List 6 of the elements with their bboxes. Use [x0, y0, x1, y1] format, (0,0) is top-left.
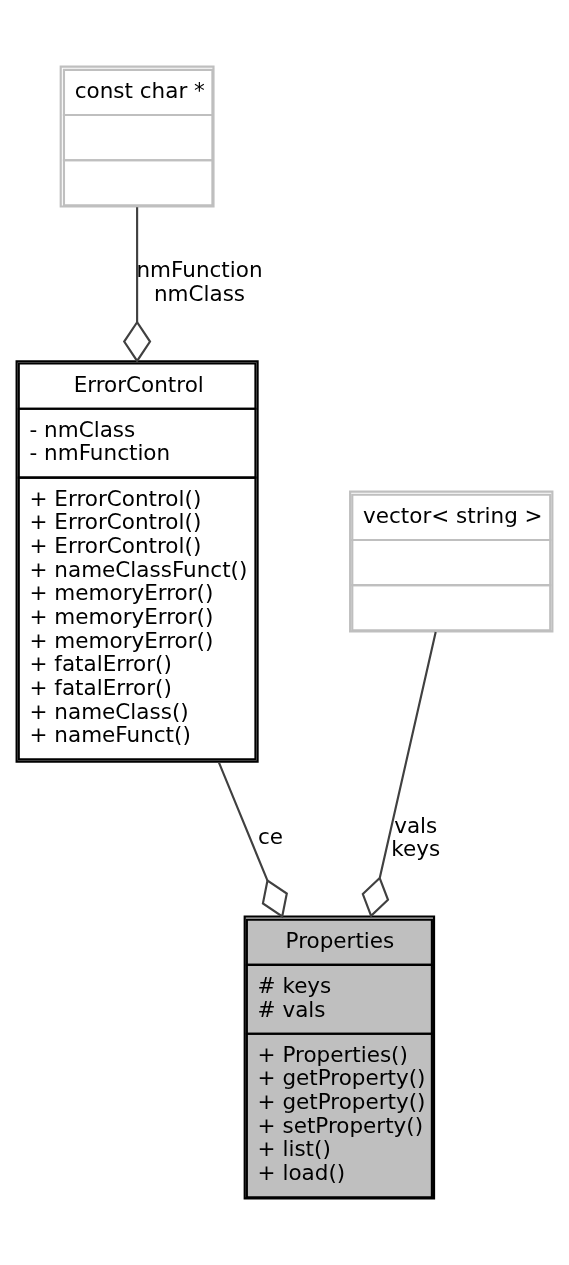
edge-label: vals keys	[391, 812, 441, 862]
connector	[361, 631, 437, 918]
edge-label: nmFunction nmClass	[136, 257, 263, 307]
connector	[122, 207, 152, 363]
connector	[217, 761, 288, 919]
edge-label: ce	[257, 824, 284, 850]
